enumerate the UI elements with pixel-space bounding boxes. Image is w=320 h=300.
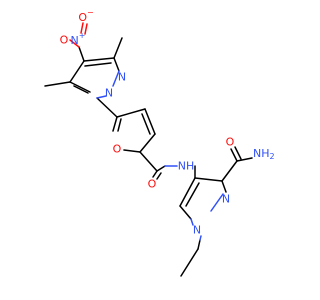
nitro-oxygen-anion: O− — [78, 8, 93, 24]
bond — [152, 170, 158, 178]
bond — [112, 116, 118, 132]
bond — [123, 149, 141, 153]
bond — [83, 57, 115, 62]
carboxamide-nh2: NH2 — [253, 147, 275, 161]
bond — [78, 46, 85, 62]
bond — [139, 133, 156, 153]
bond — [73, 85, 89, 94]
bond — [69, 39, 80, 48]
bond — [221, 160, 238, 182]
pyrazole-b-n2: N — [222, 193, 230, 206]
bond — [96, 95, 107, 99]
bond — [69, 60, 85, 83]
bond — [179, 177, 196, 207]
bond — [180, 248, 199, 277]
bond — [156, 172, 162, 180]
pyrazole-b-n1: N — [193, 224, 201, 237]
bond — [156, 165, 166, 172]
carboxamide-oxygen: O — [226, 136, 235, 149]
bond — [116, 108, 146, 118]
bond — [141, 113, 151, 135]
bond — [144, 108, 156, 135]
pyrazole-a-n2: N — [118, 71, 126, 84]
bond — [234, 146, 242, 160]
bond — [117, 118, 122, 132]
amide-oxygen: O — [148, 178, 157, 191]
molecule-structure: O− O N+ N N O O NH NH2 O N N — [44, 8, 275, 277]
bond — [84, 62, 112, 67]
bond — [190, 218, 194, 226]
bond — [112, 70, 120, 87]
bond — [84, 23, 88, 35]
bond — [179, 205, 192, 220]
bond — [236, 157, 253, 162]
bond — [210, 193, 224, 212]
bond — [96, 97, 118, 118]
bond — [199, 235, 202, 241]
nitro-nitrogen-cation: N+ — [71, 31, 86, 47]
bond — [221, 180, 227, 193]
bond — [230, 148, 238, 162]
bond — [185, 182, 200, 207]
pyrazole-a-n1: N — [105, 87, 113, 100]
bond — [69, 81, 91, 93]
atom-labels: O− O N+ N N O O NH NH2 O N N — [60, 8, 275, 237]
bond — [113, 57, 120, 72]
bond — [44, 81, 71, 87]
furan-oxygen: O — [113, 143, 122, 156]
bonds — [44, 37, 253, 277]
hetero-bonds — [69, 22, 224, 241]
bond — [113, 37, 123, 59]
amide-nh: NH — [178, 160, 195, 173]
nitro-oxygen: O — [60, 34, 69, 47]
bond — [194, 177, 223, 182]
bond — [139, 151, 158, 172]
bond — [197, 239, 201, 250]
bond — [80, 22, 84, 34]
